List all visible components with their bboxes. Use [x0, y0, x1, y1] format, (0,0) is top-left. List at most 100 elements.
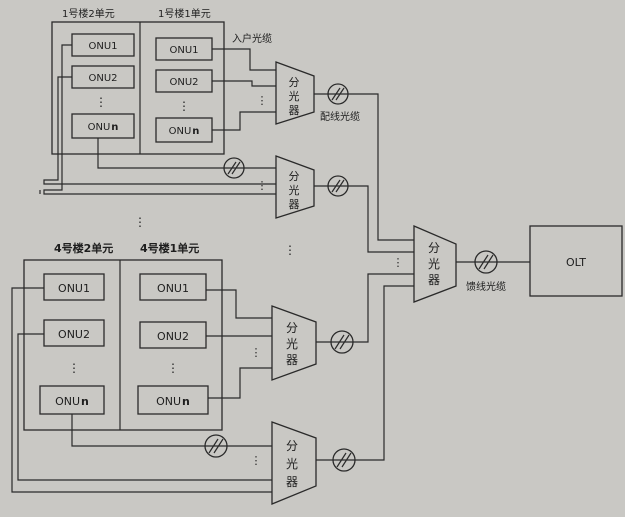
onu-label: ONU1 [157, 282, 189, 295]
splitter-outline [271, 421, 317, 505]
fiber-link [212, 111, 276, 131]
splitter-d: 分 光 器 [271, 305, 317, 381]
onu-box [137, 385, 209, 415]
fiber-slash [208, 438, 219, 454]
fiber-link [314, 185, 414, 253]
olt-label: OLT [566, 256, 586, 269]
onu-box [43, 273, 105, 301]
fiber-cable-symbol [327, 175, 349, 197]
building-4-unit-2-links: ⋮ [11, 287, 272, 493]
splitter-label: 分 [289, 170, 300, 183]
fiber-link [43, 44, 276, 195]
onu-box [71, 113, 135, 139]
building-1-unit-1-label: 1号楼1单元 [158, 7, 211, 20]
splitter-label: 光 [289, 183, 300, 197]
fiber-link [316, 285, 414, 461]
splitter-outline [413, 225, 457, 303]
ellipsis: ⋮ [257, 94, 268, 107]
splitter-outline [271, 305, 317, 381]
splitter-a: 分 光 器 [275, 61, 315, 125]
fiber-link [11, 287, 272, 493]
distribution-cable-label: 配线光缆 [320, 110, 360, 123]
fiber-link [17, 333, 272, 481]
splitter-label: 分 [286, 321, 298, 335]
fiber-link [97, 138, 276, 169]
fiber-link [316, 273, 414, 343]
splitter-outline [275, 61, 315, 125]
splitter-c: 分 光 器 [413, 225, 457, 303]
ellipsis: ⋮ [393, 256, 404, 269]
fiber-cable-symbol [223, 157, 245, 179]
fiber-cable-symbol [474, 250, 498, 274]
splitter-label: 光 [428, 257, 440, 271]
drop-cable-label: 入户光缆 [232, 32, 272, 45]
onu-label: ONUn [169, 126, 200, 137]
fiber-link [314, 93, 414, 241]
ellipsis: ⋮ [257, 179, 268, 192]
splitter-label: 器 [286, 353, 298, 367]
ellipsis: ⋮ [178, 99, 190, 113]
splitter-label: 分 [428, 241, 440, 255]
splitter-label: 光 [289, 89, 300, 103]
fiber-slash [336, 452, 347, 468]
onu-label: ONU1 [88, 41, 117, 52]
fiber-link [208, 367, 272, 399]
onu-box [43, 319, 105, 347]
splitter-label: 分 [286, 439, 298, 453]
fiber-slash [478, 254, 489, 270]
onu-box [139, 273, 207, 301]
ellipsis: ⋮ [134, 215, 146, 229]
fiber-link [212, 48, 276, 71]
building-4: 4号楼2单元 4号楼1单元 ONU1 ONU2 ⋮ ONUn ONU1 ONU2… [23, 241, 223, 431]
fiber-cable-symbol [327, 83, 349, 105]
onu-label: ONU1 [169, 45, 198, 56]
distribution-links-bottom: ⋮ [316, 256, 414, 472]
fiber-slash [213, 438, 224, 454]
building-1: 1号楼2单元 1号楼1单元 ONU1 ONU2 ⋮ ONUn ONU1 ONU2… [51, 7, 225, 155]
onu-label: ONU2 [169, 77, 198, 88]
feeder-cable-label: 馈线光缆 [466, 280, 506, 293]
onu-label: ONU1 [58, 282, 90, 295]
fiber-link [43, 76, 276, 185]
onu-box [139, 321, 207, 349]
distribution-links-top: 配线光缆 [314, 83, 414, 253]
splitter-label: 光 [286, 337, 298, 351]
ellipsis: ⋮ [284, 243, 296, 257]
ellipsis: ⋮ [95, 95, 107, 109]
fiber-slash [331, 87, 341, 101]
building-1-unit-1-links: ⋮ [212, 48, 276, 131]
building-1-outline [51, 21, 225, 155]
fiber-slash [341, 452, 352, 468]
fiber-slash [483, 254, 494, 270]
ellipsis: ⋮ [251, 346, 262, 359]
building-1-unit-2-links: ⋮ [39, 44, 276, 195]
onu-label: ONU2 [58, 328, 90, 341]
building-4-unit-1-links: ⋮ [206, 289, 272, 399]
building-1-unit-2-label: 1号楼2单元 [62, 7, 115, 20]
onu-label: ONUn [156, 395, 190, 408]
fiber-slash [335, 179, 345, 193]
fiber-slash [339, 334, 350, 350]
splitter-e: 分 光 器 [271, 421, 317, 505]
fiber-slash [231, 161, 241, 175]
ellipsis: ⋮ [68, 361, 80, 375]
building-4-unit-2-label: 4号楼2单元 [54, 241, 113, 255]
olt: OLT [529, 225, 623, 297]
splitter-label: 光 [286, 457, 298, 471]
splitter-label: 器 [289, 104, 300, 117]
splitter-label: 器 [289, 198, 300, 211]
splitter-label: 器 [286, 475, 298, 489]
ellipsis: ⋮ [251, 454, 262, 467]
splitter-b: 分 光 器 [275, 155, 315, 219]
feeder-link: 馈线光缆 [456, 250, 530, 293]
onu-label: ONUn [55, 395, 89, 408]
building-4-unit-1-label: 4号楼1单元 [140, 241, 199, 255]
fiber-link [212, 80, 276, 87]
fiber-slash [227, 161, 237, 175]
splitter-label: 器 [428, 273, 440, 287]
onu-label: ONU2 [88, 73, 117, 84]
fiber-slash [334, 334, 345, 350]
building-4-outline [23, 259, 223, 431]
fiber-slash [335, 87, 345, 101]
